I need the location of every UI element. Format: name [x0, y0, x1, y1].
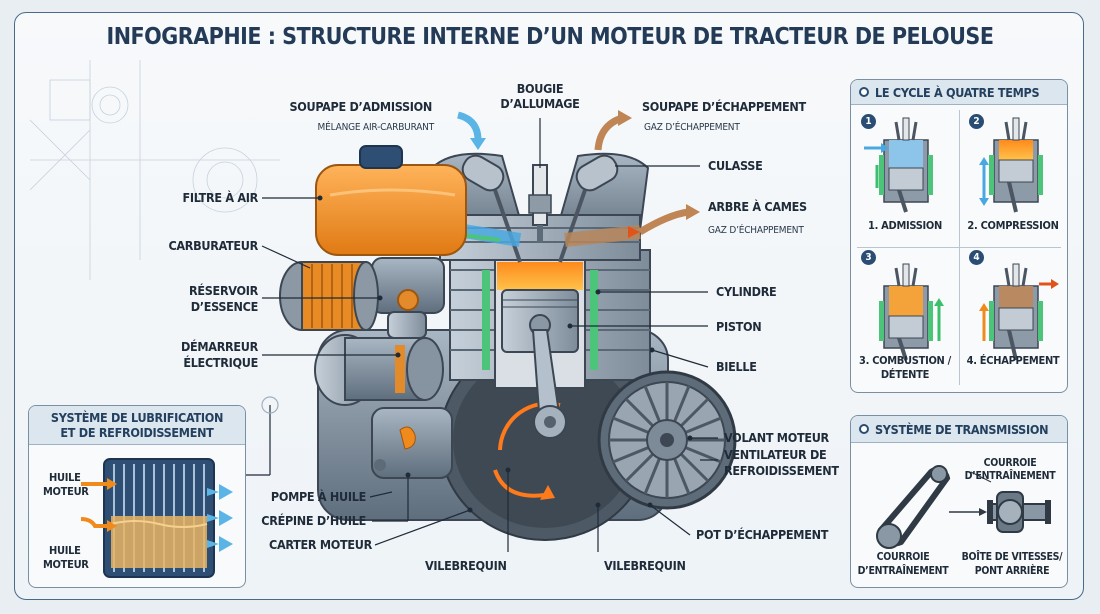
lubrication-huile-top-l2: MOTEUR	[43, 485, 89, 498]
lubrication-huile-top-l1: HUILE	[49, 471, 81, 484]
transmission-panel-title: SYSTÈME DE TRANSMISSION	[875, 421, 1049, 437]
cycle-step-1-label: 1. ADMISSION	[867, 219, 943, 232]
starter-motor	[314, 334, 444, 406]
label-soupape-admission: SOUPAPE D’ADMISSION	[289, 99, 432, 114]
transmission-panel: SYSTÈME DE TRANSMISSION COURROIE D’ENTRA…	[850, 415, 1068, 588]
flywheel	[597, 370, 737, 510]
label-soupape-echappement-sub: GAZ D’ÉCHAPPEMENT	[644, 122, 740, 133]
page-title: INFOGRAPHIE : STRUCTURE INTERNE D’UN MOT…	[106, 24, 994, 50]
cycle-panel-header: LE CYCLE À QUATRE TEMPS	[851, 80, 1067, 105]
transmission-courroie-bottom-l1: COURROIE	[876, 551, 930, 563]
air-filter	[279, 261, 379, 331]
cycle-step-4-label: 4. ÉCHAPPEMENT	[966, 354, 1060, 367]
transmission-courroie-top-l1: COURROIE	[983, 457, 1037, 469]
label-vilebrequin-left: VILEBREQUIN	[425, 558, 507, 573]
cylinder-block	[449, 249, 651, 439]
lubrication-panel-header: SYSTÈME DE LUBRIFICATION ET DE REFROIDIS…	[29, 406, 245, 445]
blueprint-decoration	[30, 60, 280, 280]
transmission-illustration	[876, 465, 1051, 549]
cycle-step-1-number: 1	[861, 114, 876, 129]
cycle-panel-icon	[859, 87, 869, 97]
label-bielle: BIELLE	[716, 359, 757, 374]
lubrication-huile-bottom-l1: HUILE	[49, 544, 81, 557]
cycle-illustrations	[864, 117, 1059, 361]
label-cylindre: CYLINDRE	[716, 284, 777, 299]
label-pot-echappement: POT D’ÉCHAPPEMENT	[696, 527, 829, 542]
oil-pump	[371, 407, 453, 479]
cycle-step-3-label-l1: 3. COMBUSTION /	[859, 354, 951, 367]
label-carburateur: CARBURATEUR	[168, 238, 258, 253]
transmission-boite-l1: BOÎTE DE VITESSES/	[961, 551, 1063, 563]
lubrication-title-l2: ET DE REFROIDISSEMENT	[60, 425, 214, 440]
label-crepine-huile: CRÉPINE D’HUILE	[261, 513, 366, 528]
label-demarreur-l1: DÉMARREUR	[180, 339, 258, 354]
cycle-step-3-number: 3	[861, 250, 876, 265]
label-bougie-l1: BOUGIE	[516, 81, 564, 96]
label-reservoir-l2: D’ESSENCE	[190, 299, 259, 314]
label-bougie-l2: D’ALLUMAGE	[500, 96, 580, 111]
radiator-illustration	[80, 458, 233, 578]
label-reservoir-l1: RÉSERVOIR	[189, 283, 258, 298]
cycle-step-3-label-l2: DÉTENTE	[880, 368, 930, 381]
label-culasse: CULASSE	[708, 158, 763, 173]
label-ventilateur-l1: VENTILATEUR DE	[724, 447, 827, 462]
transmission-panel-icon	[859, 424, 869, 434]
label-vilebrequin-right: VILEBREQUIN	[604, 558, 686, 573]
transmission-courroie-bottom-l2: D’ENTRAÎNEMENT	[857, 565, 949, 577]
cycle-panel-title: LE CYCLE À QUATRE TEMPS	[875, 84, 1040, 100]
cycle-step-4-number: 4	[969, 250, 984, 265]
label-ventilateur-l2: REFROIDISSEMENT	[724, 463, 839, 478]
transmission-panel-header: SYSTÈME DE TRANSMISSION	[851, 416, 1067, 443]
lubrication-huile-bottom-l2: MOTEUR	[43, 558, 89, 571]
cycle-step-2-number: 2	[969, 114, 984, 129]
label-carter-moteur: CARTER MOTEUR	[269, 537, 372, 552]
cycle-step-2-label: 2. COMPRESSION	[967, 219, 1059, 232]
transmission-courroie-top-l2: D’ENTRAÎNEMENT	[964, 470, 1056, 482]
transmission-boite-l2: PONT ARRIÈRE	[974, 565, 1050, 577]
label-pompe-huile: POMPE À HUILE	[270, 489, 366, 504]
label-soupape-admission-sub: MÉLANGE AIR-CARBURANT	[317, 122, 435, 133]
carburetor	[371, 257, 445, 339]
label-arbre-cames-sub: GAZ D’ÉCHAPPEMENT	[708, 225, 804, 236]
lubrication-panel: SYSTÈME DE LUBRIFICATION ET DE REFROIDIS…	[28, 405, 246, 588]
label-soupape-echappement: SOUPAPE D’ÉCHAPPEMENT	[642, 99, 806, 114]
label-volant-moteur: VOLANT MOTEUR	[724, 430, 829, 445]
label-arbre-cames: ARBRE À CAMES	[708, 199, 807, 214]
label-filtre-air: FILTRE À AIR	[182, 190, 259, 205]
lubrication-title-l1: SYSTÈME DE LUBRIFICATION	[50, 410, 224, 425]
label-demarreur-l2: ÉLECTRIQUE	[183, 355, 258, 370]
fuel-tank	[315, 145, 467, 256]
cycle-panel: LE CYCLE À QUATRE TEMPS	[850, 79, 1068, 393]
label-piston: PISTON	[716, 319, 762, 334]
